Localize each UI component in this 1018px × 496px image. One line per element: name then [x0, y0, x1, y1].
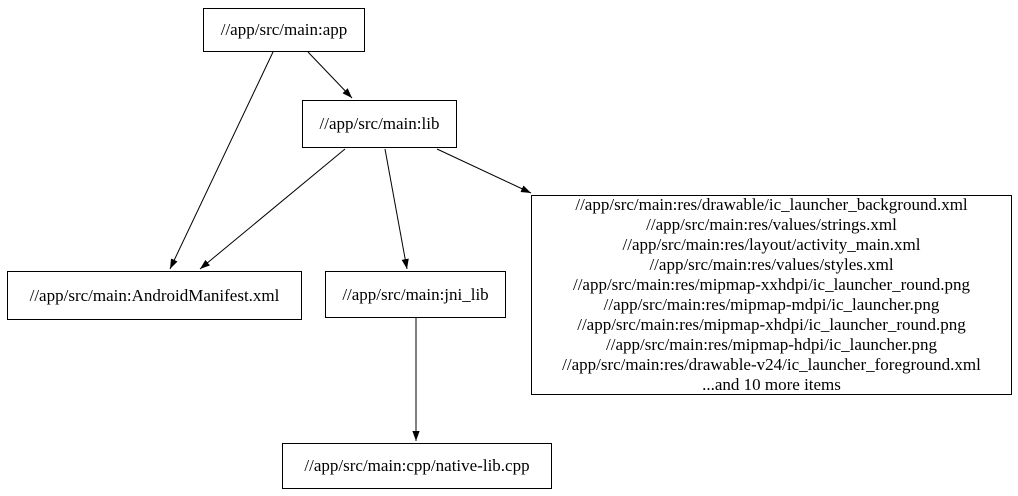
- edge-app-to-lib: [307, 51, 353, 99]
- node-jni-lib-label: //app/src/main:jni_lib: [342, 284, 489, 304]
- node-lib-label: //app/src/main:lib: [319, 114, 440, 133]
- edge-lib-to-manifest: [199, 148, 346, 270]
- node-jni-lib: //app/src/main:jni_lib: [325, 271, 506, 318]
- node-app-label: //app/src/main:app: [220, 20, 348, 39]
- node-native-lib-cpp: //app/src/main:cpp/native-lib.cpp: [282, 443, 552, 489]
- node-app: //app/src/main:app: [203, 8, 365, 52]
- node-res-group-line: //app/src/main:res/drawable-v24/ic_launc…: [562, 355, 981, 374]
- node-lib: //app/src/main:lib: [302, 100, 457, 148]
- node-android-manifest: //app/src/main:AndroidManifest.xml: [7, 271, 302, 320]
- edge-lib-to-res-group: [436, 148, 532, 194]
- node-res-group-line: //app/src/main:res/mipmap-xxhdpi/ic_laun…: [572, 275, 971, 294]
- node-res-group: //app/src/main:res/drawable/ic_launcher_…: [531, 195, 1012, 395]
- node-android-manifest-label: //app/src/main:AndroidManifest.xml: [29, 285, 280, 305]
- node-native-lib-cpp-label: //app/src/main:cpp/native-lib.cpp: [304, 456, 530, 475]
- edge-lib-to-jni-lib: [384, 148, 409, 270]
- node-res-group-line: //app/src/main:res/mipmap-mdpi/ic_launch…: [603, 295, 940, 314]
- node-res-group-line: //app/src/main:res/mipmap-hdpi/ic_launch…: [606, 335, 937, 354]
- node-res-group-line: //app/src/main:res/drawable/ic_launcher_…: [575, 195, 968, 214]
- edge-app-to-manifest: [169, 51, 274, 270]
- node-res-group-line: //app/src/main:res/mipmap-xhdpi/ic_launc…: [577, 315, 966, 334]
- node-res-group-line: //app/src/main:res/layout/activity_main.…: [622, 235, 921, 254]
- node-res-group-line: //app/src/main:res/values/strings.xml: [646, 215, 897, 234]
- node-res-group-more-items: ...and 10 more items: [702, 375, 841, 394]
- node-res-group-line: //app/src/main:res/values/styles.xml: [649, 255, 894, 274]
